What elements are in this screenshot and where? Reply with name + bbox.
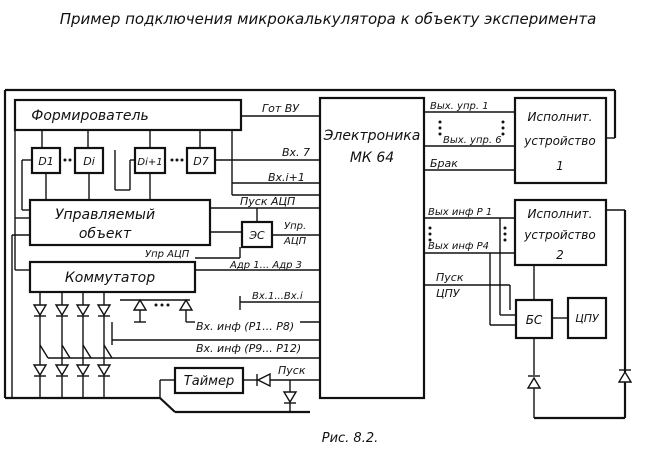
label-pusk-cpu-2: ЦПУ (436, 287, 461, 300)
object-label-line2: объект (79, 226, 132, 242)
d-ellipsis-dots (63, 158, 184, 162)
actuator2-label-line2: устройство (523, 228, 595, 242)
shaper-label: Формирователь (31, 108, 148, 124)
computer-input-lines (232, 115, 320, 184)
actuator1-label-line2: устройство (523, 134, 595, 148)
label-got-vu: Гот ВУ (262, 102, 300, 115)
actuator1-label-line1: Исполнит. (528, 110, 593, 124)
label-vyx-upr6: Вых. упр. 6 (443, 135, 502, 146)
actuator1-block: Исполнит. устройство 1 (513, 96, 608, 185)
computer-output-lines (424, 111, 516, 326)
actuator2-block: Исполнит. устройство 2 (513, 198, 608, 267)
label-upr-acp-r2: АЦП (283, 236, 307, 247)
timer-label: Таймер (184, 374, 234, 389)
bs-label: БС (526, 313, 543, 327)
label-brak: Брак (430, 157, 458, 170)
di-label: Di (83, 155, 95, 168)
d-output-links (45, 150, 320, 200)
di1-block: Di+1 (133, 146, 167, 175)
cpu-label: ЦПУ (575, 312, 600, 325)
actuator2-label-line3: 2 (556, 248, 564, 262)
d7-block: D7 (185, 146, 217, 175)
label-vxinf1: Вх. инф (Р1... Р8) (196, 320, 294, 333)
output-ellipsis-dots (428, 120, 507, 242)
diode-row-lower (32, 344, 320, 398)
computer-label-line1: Электроника (323, 128, 421, 144)
label-vyx-upr1: Вых. упр. 1 (430, 101, 489, 112)
d1-label: D1 (38, 155, 53, 168)
computer-block: Электроника МК 64 (318, 96, 426, 400)
left-buses (11, 105, 32, 398)
label-vyx-inf-p4: Вых инф Р4 (428, 241, 489, 252)
d1-block: D1 (30, 146, 62, 175)
bs-block: БС (514, 265, 568, 418)
di1-label: Di+1 (137, 157, 162, 168)
diagram-title: Пример подключения микрокалькулятора к о… (60, 10, 597, 28)
shaper-block: Формирователь (13, 98, 243, 132)
label-vyx-inf-p1: Вых инф Р 1 (428, 207, 492, 218)
controlled-object-block: Управляемый объект (28, 198, 212, 247)
d7-label: D7 (193, 155, 208, 168)
label-vxinf2: Вх. инф (Р9... Р12) (196, 342, 301, 355)
label-upr-acp-left: Упр АЦП (145, 249, 190, 260)
label-pusk-acp: Пуск АЦП (240, 195, 295, 208)
di-block: Di (73, 146, 105, 175)
label-pusk: Пуск (278, 364, 306, 377)
cpu-block: ЦПУ (566, 296, 608, 340)
object-label-line1: Управляемый (55, 207, 155, 223)
adc-label: ЭС (248, 229, 265, 242)
label-pusk-cpu-1: Пуск (436, 271, 464, 284)
label-vx1i: Вх.1...Вх.i (252, 291, 303, 302)
computer-label-line2: МК 64 (350, 150, 394, 166)
diode-row-upper (32, 292, 112, 345)
figure-caption: Рис. 8.2. (322, 431, 379, 446)
right-outer-lines (534, 209, 633, 420)
signal-labels: Гот ВУ Вх. 7 Вх.i+1 Пуск АЦП Упр. АЦП Уп… (145, 101, 502, 377)
timer-block: Таймер (159, 366, 320, 412)
label-vx7: Вх. 7 (282, 146, 310, 159)
shaper-d-links (41, 130, 320, 196)
label-upr-acp-r1: Упр. (284, 221, 306, 232)
actuator2-label-line1: Исполнит. (528, 207, 593, 221)
commutator-block: Коммутатор (28, 247, 320, 294)
label-vxi1: Вх.i+1 (268, 171, 305, 184)
actuator1-label-line3: 1 (556, 159, 564, 173)
label-adr: Адр 1... Адр 3 (229, 260, 302, 271)
input-bus-lines (111, 296, 320, 345)
adc-block: ЭС (210, 207, 320, 249)
commutator-label: Коммутатор (65, 270, 155, 286)
